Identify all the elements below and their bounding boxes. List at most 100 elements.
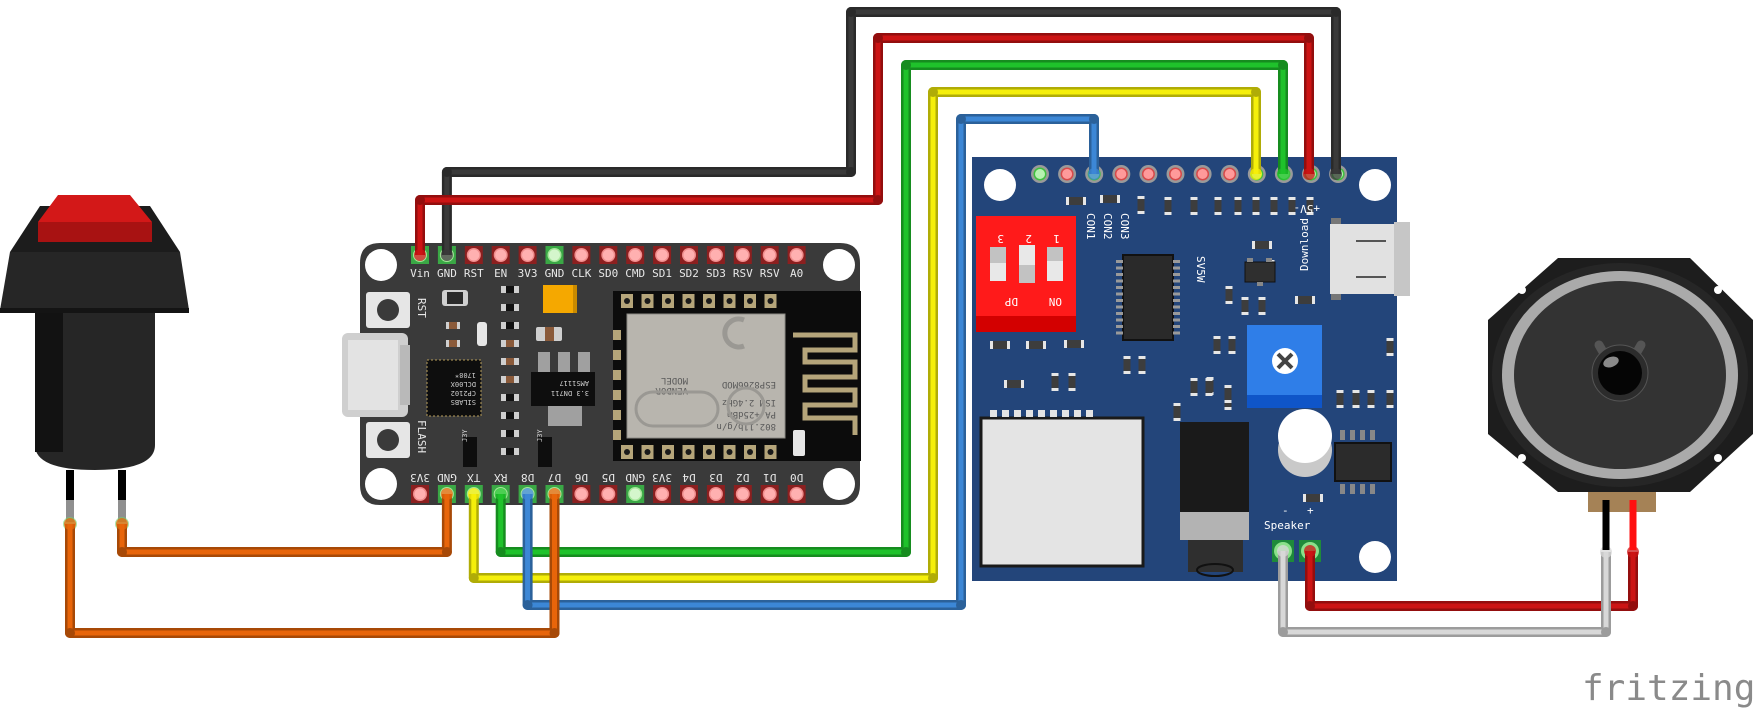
- pin-label: GND: [545, 267, 565, 280]
- wire-gnd-orange[interactable]: [116, 488, 453, 557]
- pin-3v3[interactable]: [653, 485, 672, 503]
- dip-label-dp: DP: [1004, 295, 1018, 308]
- tantalum-capacitor: [543, 285, 577, 313]
- speaker[interactable]: [1488, 258, 1753, 512]
- pin-3v3[interactable]: [518, 246, 537, 264]
- flash-button[interactable]: [366, 422, 410, 458]
- esp8266-wifi-module: 802.11b/g/n PA +25dBm ISM 2.4GHz ESP8266…: [613, 291, 861, 461]
- mp3-pin-5[interactable]: [1139, 165, 1158, 183]
- con3-label: CON3: [1118, 213, 1131, 240]
- pin-rst[interactable]: [464, 246, 483, 264]
- pushbutton[interactable]: [0, 195, 189, 531]
- pin-sd0[interactable]: [599, 246, 618, 264]
- pin-a0[interactable]: [787, 246, 806, 264]
- pin-label: SD0: [598, 267, 618, 280]
- svg-text:ISM 2.4GHz: ISM 2.4GHz: [722, 397, 776, 407]
- download-usb-port[interactable]: [1330, 218, 1410, 300]
- pin-d2[interactable]: [733, 485, 752, 503]
- svg-text:J3Y: J3Y: [536, 429, 544, 442]
- pin-sd3[interactable]: [706, 246, 725, 264]
- wire-d7-orange[interactable]: [64, 488, 561, 638]
- svg-text:CP2102: CP2102: [451, 389, 476, 397]
- mp3-pin-2[interactable]: [1058, 165, 1077, 183]
- wires: [64, 7, 1639, 638]
- mp3-pin-7[interactable]: [1193, 165, 1212, 183]
- pin-label: D3: [709, 471, 722, 484]
- mp3-pin-6[interactable]: [1166, 165, 1185, 183]
- pin-label: 3V3: [518, 267, 538, 280]
- mp3-module-board[interactable]: 3 2 1 DP ON CON1 CON2 CON3 SV5W: [972, 157, 1410, 581]
- dip-label-on: ON: [1049, 295, 1062, 308]
- pin-d1[interactable]: [760, 485, 779, 503]
- audio-jack[interactable]: [1180, 422, 1249, 577]
- pin-gnd[interactable]: [626, 485, 645, 503]
- pin-sd1[interactable]: [653, 246, 672, 264]
- mp3-pin-4[interactable]: [1112, 165, 1131, 183]
- mounting-hole: [1359, 169, 1391, 201]
- pin-d3[interactable]: [706, 485, 725, 503]
- pin-d5[interactable]: [599, 485, 618, 503]
- pin-label: TX: [467, 471, 481, 484]
- pin-rsv[interactable]: [760, 246, 779, 264]
- pin-label: D6: [575, 471, 588, 484]
- pin-label: CMD: [625, 267, 645, 280]
- transistor-j3y-2: J3Y: [536, 429, 552, 467]
- nodemcu-board[interactable]: RST FLASH SILABS CP2102 DCL00X 1708*: [342, 243, 861, 505]
- pin-label: D5: [602, 471, 615, 484]
- speaker-plus-label: +: [1307, 504, 1314, 517]
- sd-card-slot[interactable]: [979, 410, 1145, 568]
- svg-text:PA +25dBm: PA +25dBm: [727, 409, 776, 419]
- diode: [442, 290, 468, 306]
- pin-label: Vin: [410, 267, 430, 280]
- pin-d0[interactable]: [787, 485, 806, 503]
- wire-rx-green[interactable]: [494, 60, 1289, 557]
- pin-label: GND: [625, 471, 645, 484]
- svg-text:SILABS: SILABS: [451, 398, 476, 406]
- mounting-hole: [984, 169, 1016, 201]
- pin-sd2[interactable]: [680, 246, 698, 264]
- wire-gnd-black[interactable]: [440, 7, 1342, 261]
- mounting-hole: [823, 249, 855, 281]
- usb-uart-chip: SILABS CP2102 DCL00X 1708*: [426, 359, 482, 417]
- pin-label: RST: [464, 267, 484, 280]
- pin-label: SD3: [706, 267, 726, 280]
- pin-label: SD2: [679, 267, 699, 280]
- voltage-regulator: 3.3 DN711 AMS1117: [531, 352, 595, 426]
- svg-text:J3Y: J3Y: [461, 429, 469, 442]
- svg-text:1708*: 1708*: [455, 371, 476, 379]
- pin-d6[interactable]: [572, 485, 591, 503]
- dip-switch[interactable]: 3 2 1 DP ON: [976, 216, 1076, 332]
- smd-resistor-column: [446, 286, 519, 455]
- pin-label: RSV: [760, 267, 780, 280]
- mounting-hole: [365, 249, 397, 281]
- led: [477, 322, 487, 346]
- pin-label: RSV: [733, 267, 753, 280]
- mp3-pin-8[interactable]: [1220, 165, 1239, 183]
- pin-label: D2: [736, 471, 749, 484]
- electrolytic-capacitor: [1278, 409, 1332, 477]
- wire-d8-blue[interactable]: [521, 114, 1100, 610]
- rst-button[interactable]: [366, 292, 410, 328]
- mp3-pin-1[interactable]: [1031, 165, 1049, 183]
- download-label: Download: [1298, 218, 1311, 271]
- pin-rsv[interactable]: [733, 246, 752, 264]
- pin-label: GND: [437, 267, 457, 280]
- fcc-logo-icon: [722, 316, 745, 350]
- pin-clk[interactable]: [572, 246, 591, 264]
- pin-gnd[interactable]: [545, 246, 564, 264]
- wire-tx-yellow[interactable]: [467, 87, 1262, 583]
- dip-label-3: 3: [997, 232, 1004, 245]
- pin-3v3[interactable]: [411, 485, 429, 503]
- pin-label: EN: [494, 267, 507, 280]
- wifi-logo: [634, 390, 720, 428]
- volume-potentiometer[interactable]: [1247, 325, 1322, 408]
- wire-vin-red[interactable]: [414, 33, 1315, 261]
- pin-cmd[interactable]: [626, 246, 645, 264]
- svg-text:VENDOR: VENDOR: [655, 385, 688, 395]
- pin-en[interactable]: [491, 246, 510, 264]
- micro-usb-port[interactable]: [342, 333, 410, 417]
- pcb-antenna: [793, 332, 858, 435]
- pin-d4[interactable]: [680, 485, 698, 503]
